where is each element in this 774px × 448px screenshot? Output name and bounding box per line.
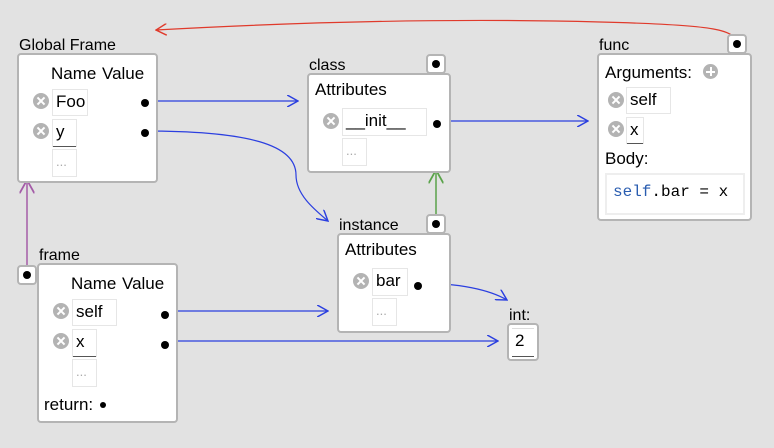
func-title: func [599,37,630,54]
pointer-dot [23,271,31,279]
attributes-label: Attributes [345,240,417,259]
pointer-dot[interactable] [433,120,441,128]
add-var-placeholder[interactable]: ... [72,359,97,387]
pointer-dot[interactable] [161,341,169,349]
add-var-placeholder[interactable]: ... [52,149,77,177]
arguments-label: Arguments: [605,63,692,82]
int-value[interactable]: 2 [512,328,534,357]
frame-parent-pointer[interactable] [17,265,37,285]
attr-name-bar[interactable]: bar [372,268,408,296]
pointer-dot[interactable] [161,311,169,319]
frame-title: frame [39,247,80,264]
return-label: return: [44,395,94,414]
add-attr-placeholder[interactable]: ... [372,298,397,326]
header-name: Name [51,64,97,83]
pointer-dot[interactable] [141,129,149,137]
var-name-foo[interactable]: Foo [52,89,88,116]
var-name-x[interactable]: x [72,329,97,357]
arg-x[interactable]: x [626,117,644,144]
pointer-dot[interactable] [141,99,149,107]
class-title: class [309,57,346,74]
return-pointer-dot[interactable] [100,402,106,408]
var-name-y[interactable]: y [52,119,77,147]
attr-name-init[interactable]: __init__ [342,108,427,136]
delete-icon[interactable] [33,93,49,109]
pointer-dot [432,220,440,228]
func-object[interactable]: Arguments: self x Body: self.bar = x [597,53,752,221]
delete-icon[interactable] [33,123,49,139]
pointer-dot [432,60,440,68]
global-frame[interactable]: Name Value Foo y ... [17,53,158,183]
var-name-self[interactable]: self [72,299,117,326]
header-value: Value [122,274,165,293]
header-value: Value [102,64,145,83]
instance-object[interactable]: Attributes bar ... [337,233,451,333]
int-object[interactable]: 2 [507,323,539,361]
body-label: Body: [605,149,649,168]
pointer-dot [733,40,741,48]
add-attr-placeholder[interactable]: ... [342,138,367,166]
arrow-y-to-instance [143,130,328,221]
delete-icon[interactable] [53,303,69,319]
func-parent-pointer[interactable] [727,34,747,54]
attributes-label: Attributes [315,80,387,99]
delete-icon[interactable] [323,113,339,129]
delete-icon[interactable] [353,273,369,289]
header-name: Name [71,274,117,293]
delete-icon[interactable] [608,92,624,108]
class-parent-pointer[interactable] [426,54,446,74]
pointer-dot[interactable] [414,282,422,290]
int-title: int: [509,307,531,324]
delete-icon[interactable] [608,121,624,137]
arrow-func-parent [156,19,738,45]
class-object[interactable]: Attributes __init__ ... [307,73,451,173]
function-body-code[interactable]: self.bar = x [605,173,745,215]
add-argument-icon[interactable] [703,64,718,79]
delete-icon[interactable] [53,333,69,349]
instance-class-pointer[interactable] [426,214,446,234]
function-frame[interactable]: Name Value self x ... return: [37,263,178,423]
global-frame-title: Global Frame [19,37,116,54]
arg-self[interactable]: self [626,87,671,114]
instance-title: instance [339,217,399,234]
